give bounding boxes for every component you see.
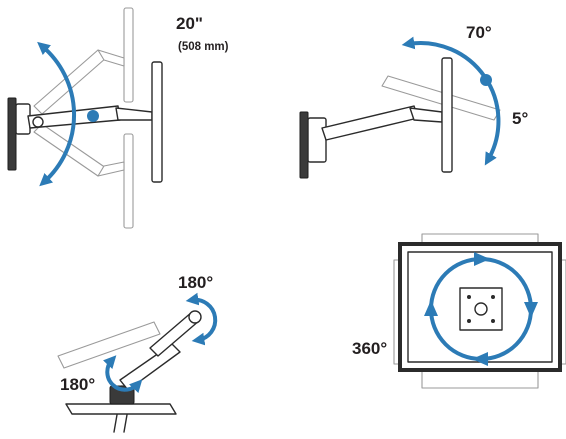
tilt-monitor bbox=[441, 57, 453, 173]
rotation-arrowhead-bottom bbox=[472, 352, 488, 366]
rotation-arrowhead-right bbox=[524, 302, 538, 318]
vesa-hole-2 bbox=[491, 295, 495, 299]
rotation-panel bbox=[393, 233, 566, 389]
ghost-swivel-monitor bbox=[57, 321, 161, 369]
swivel-top-value: 180° bbox=[178, 273, 213, 292]
vesa-plate bbox=[459, 287, 503, 331]
rotation-arrowhead-left bbox=[424, 300, 438, 316]
tilt-down-value: 5° bbox=[512, 109, 528, 128]
ghost-arm-lower-fore bbox=[97, 161, 125, 177]
vesa-hole-3 bbox=[467, 319, 471, 323]
wall-plate bbox=[7, 97, 17, 171]
arm-pivot bbox=[32, 116, 44, 128]
tilt-wall-plate bbox=[299, 111, 309, 179]
tilt-mount-bracket bbox=[307, 117, 327, 163]
tilt-forearm bbox=[409, 107, 443, 123]
tilt-up-value: 70° bbox=[466, 23, 492, 42]
extension-value: 20" bbox=[176, 14, 203, 33]
rotation-value: 360° bbox=[352, 339, 387, 358]
desk-base bbox=[65, 403, 177, 415]
tilt-main-arm bbox=[321, 105, 419, 141]
extension-panel bbox=[7, 7, 163, 229]
monitor-front bbox=[151, 61, 163, 183]
swivel-bottom-arc-arrow bbox=[102, 355, 143, 394]
extension-metric: (508 mm) bbox=[178, 41, 229, 53]
ghost-arm-upper-fore bbox=[97, 49, 125, 67]
ghost-arm-lower bbox=[33, 123, 107, 177]
vesa-center bbox=[474, 302, 488, 316]
tilt-arc-dot bbox=[480, 74, 492, 86]
swivel-bottom-value: 180° bbox=[60, 375, 95, 394]
vesa-hole-1 bbox=[467, 295, 471, 299]
swivel-lower-arm bbox=[119, 343, 181, 391]
swivel-arm-tip bbox=[188, 310, 202, 324]
swivel-top-arc-arrow bbox=[185, 292, 218, 346]
extension-arc-arrow bbox=[37, 41, 77, 187]
vesa-hole-4 bbox=[491, 319, 495, 323]
swivel-panel bbox=[57, 292, 218, 433]
ghost-monitor-lower bbox=[123, 133, 134, 229]
forearm bbox=[115, 107, 153, 121]
ghost-monitor-upper bbox=[123, 7, 134, 103]
tilt-panel bbox=[299, 36, 501, 179]
rotation-arrowhead-top bbox=[474, 252, 490, 266]
extension-arc-dot bbox=[87, 110, 99, 122]
